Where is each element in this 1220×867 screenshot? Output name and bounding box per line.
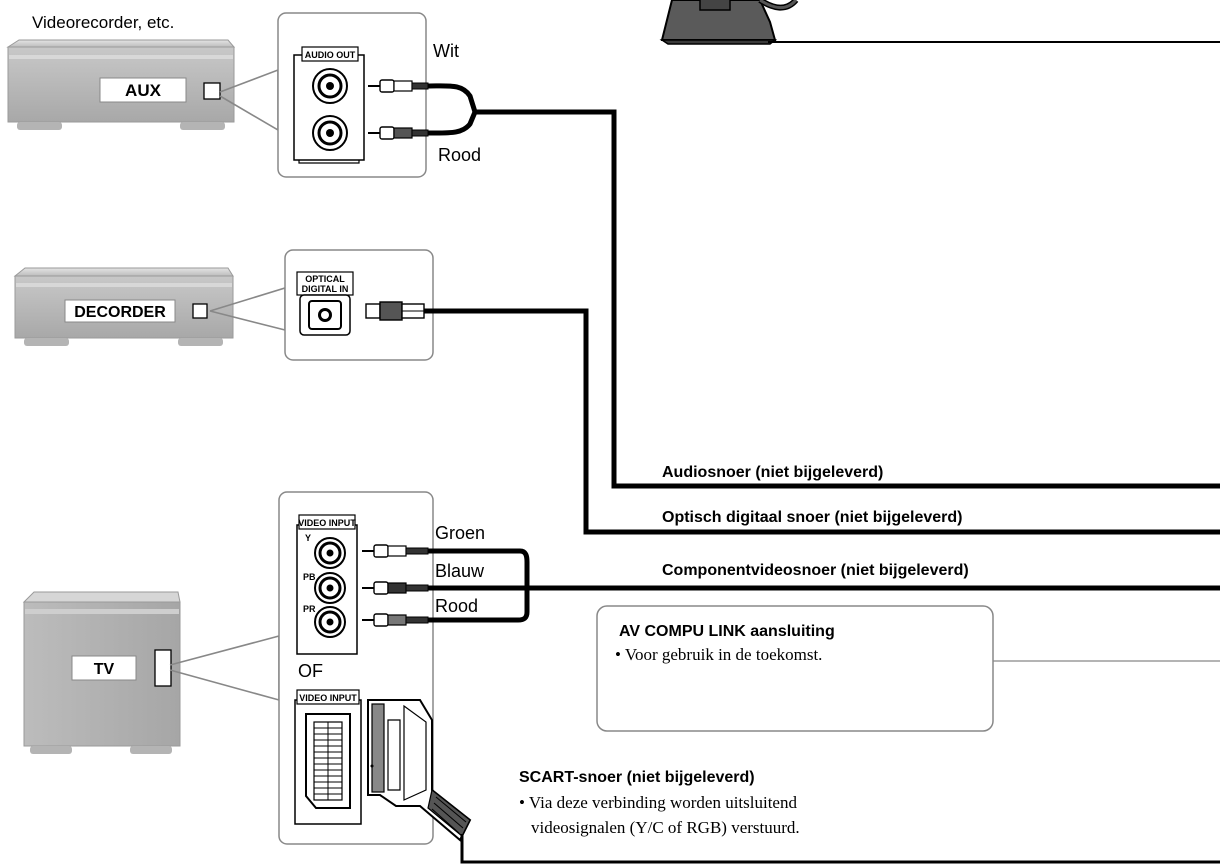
- scart-cable: [460, 834, 1220, 864]
- loop-antenna: [659, 0, 799, 45]
- or-label: OF: [298, 661, 323, 681]
- audio-jack-white: [312, 68, 348, 104]
- decorder-device: [13, 267, 234, 346]
- y-label: Y: [305, 533, 311, 543]
- rca-plug-red: [368, 126, 429, 140]
- vcr-caption: Videorecorder, etc.: [32, 13, 174, 32]
- wit-label: Wit: [433, 41, 459, 61]
- scart-plug: [367, 699, 472, 842]
- jack-pr: [314, 606, 346, 638]
- video-input-label: VIDEO INPUT: [298, 518, 356, 528]
- blauw-label: Blauw: [435, 561, 485, 581]
- scart-socket: [305, 713, 351, 809]
- av-compu-link-note: • Voor gebruik in de toekomst.: [615, 645, 822, 664]
- jack-pb: [314, 572, 346, 604]
- audio-cable: [427, 83, 1220, 489]
- rca-plug-red-video: [362, 613, 429, 627]
- optical-jack: [299, 294, 351, 336]
- scart-cable-title: SCART-snoer (niet bijgeleverd): [519, 769, 755, 786]
- optical-cable: [424, 308, 1220, 535]
- rca-plug-blue: [362, 581, 429, 595]
- aux-label: AUX: [125, 81, 162, 100]
- component-cable-label: Componentvideosnoer (niet bijgeleverd): [662, 562, 969, 579]
- pr-label: PR: [303, 604, 316, 614]
- tv-device: [22, 591, 181, 754]
- audio-cable-label: Audiosnoer (niet bijgeleverd): [662, 464, 883, 481]
- rood-label-video: Rood: [435, 596, 478, 616]
- scart-note-line1: • Via deze verbinding worden uitsluitend: [519, 793, 797, 812]
- scart-note-line2: videosignalen (Y/C of RGB) verstuurd.: [531, 818, 800, 837]
- av-compu-link-box: [596, 605, 994, 732]
- optical-label-line1: OPTICAL: [305, 274, 345, 284]
- scart-input-label: VIDEO INPUT: [299, 693, 357, 703]
- rood-label-audio: Rood: [438, 145, 481, 165]
- optical-label-line2: DIGITAL IN: [302, 284, 349, 294]
- audio-out-label: AUDIO OUT: [305, 50, 356, 60]
- rca-plug-white: [368, 79, 429, 93]
- audio-jack-red: [312, 115, 348, 151]
- decorder-label: DECORDER: [74, 304, 166, 321]
- groen-label: Groen: [435, 523, 485, 543]
- tv-label: TV: [94, 661, 115, 678]
- optical-cable-label: Optisch digitaal snoer (niet bijgeleverd…: [662, 509, 963, 526]
- jack-y: [314, 537, 346, 569]
- pb-label: PB: [303, 572, 316, 582]
- rca-plug-green: [362, 544, 429, 558]
- tv-callout: [169, 634, 280, 702]
- optical-plug: [365, 301, 425, 321]
- vcr-device: [6, 39, 236, 130]
- av-compu-link-title: AV COMPU LINK aansluiting: [619, 623, 835, 640]
